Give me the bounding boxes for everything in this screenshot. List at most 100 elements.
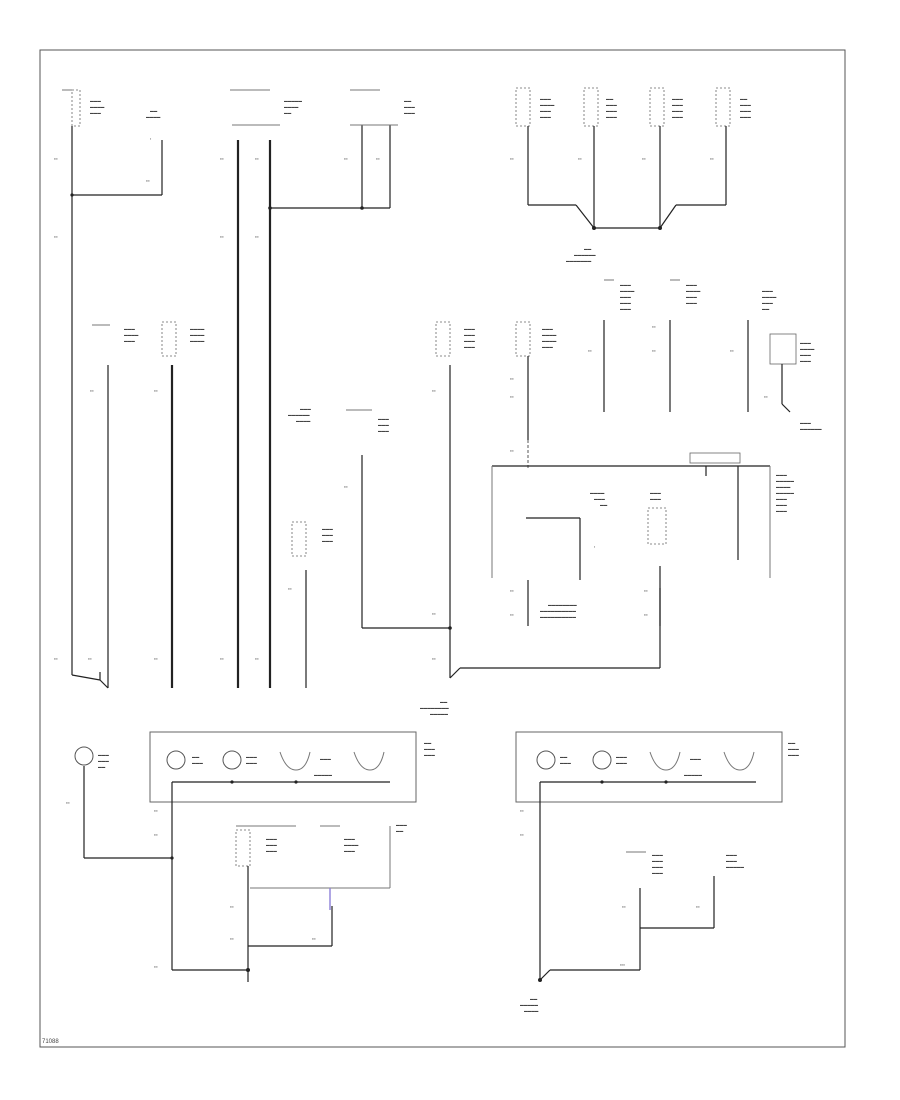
svg-text:▬▬▬▬: ▬▬▬▬ (284, 105, 299, 109)
svg-text:▬▬▬: ▬▬▬ (404, 111, 415, 115)
page-id: 71088 (42, 1039, 59, 1045)
svg-text:▬▬▬▬▬▬▬▬: ▬▬▬▬▬▬▬▬ (548, 603, 577, 607)
svg-text:▬▬▬: ▬▬▬ (776, 503, 787, 507)
svg-text:▬▬▬: ▬▬▬ (266, 837, 277, 841)
svg-text:▪▪▪: ▪▪▪ (730, 349, 734, 353)
svg-text:▬▬▬: ▬▬▬ (378, 417, 389, 421)
svg-text:▬▬▬: ▬▬▬ (124, 327, 135, 331)
svg-text:▬▬▬: ▬▬▬ (788, 747, 799, 751)
svg-text:▬▬▬: ▬▬▬ (620, 307, 631, 311)
svg-text:▬▬: ▬▬ (424, 741, 432, 745)
center-connectors: ▬▬▬▬▬▬▬▬▬▬▬▬▬ ▬▬▬▬▬▬▬▬▬ ▬▬▬▬▬▬▬▬▬ ▬▬▬▬▬▬… (288, 321, 661, 716)
svg-text:▬▬▬: ▬▬▬ (266, 843, 277, 847)
svg-text:▬▬▬▬: ▬▬▬▬ (190, 339, 205, 343)
svg-text:▬▬: ▬▬ (600, 503, 608, 507)
svg-text:▪▪▪: ▪▪▪ (622, 905, 626, 909)
svg-text:▬▬▬: ▬▬▬ (652, 859, 663, 863)
svg-text:▪▪▪: ▪▪▪ (54, 657, 58, 661)
svg-text:▬▬: ▬▬ (740, 97, 748, 101)
svg-text:▬▬▬▬: ▬▬▬▬ (800, 347, 815, 351)
svg-text:▬▬▬: ▬▬▬ (98, 759, 109, 763)
svg-text:▬▬▬: ▬▬▬ (800, 341, 811, 345)
svg-text:▬▬▬: ▬▬▬ (464, 333, 475, 337)
svg-text:▬▬▬: ▬▬▬ (404, 105, 415, 109)
svg-text:▬▬▬: ▬▬▬ (90, 111, 101, 115)
svg-text:▪▪▪: ▪▪▪ (710, 157, 714, 161)
svg-text:▪: ▪ (594, 545, 595, 549)
svg-text:▬▬▬: ▬▬▬ (616, 761, 627, 765)
svg-text:▬▬▬: ▬▬▬ (616, 755, 627, 759)
svg-text:▬▬▬▬▬▬: ▬▬▬▬▬▬ (574, 253, 596, 257)
svg-text:▬▬▬▬: ▬▬▬▬ (124, 333, 139, 337)
svg-text:▬▬: ▬▬ (192, 755, 200, 759)
svg-text:▬▬▬▬: ▬▬▬▬ (90, 105, 105, 109)
svg-text:▬▬▬: ▬▬▬ (464, 339, 475, 343)
svg-text:▬▬▬: ▬▬▬ (672, 103, 683, 107)
svg-text:▬▬▬: ▬▬▬ (788, 753, 799, 757)
svg-text:▬▬: ▬▬ (150, 109, 158, 113)
svg-text:▬▬▬: ▬▬▬ (652, 853, 663, 857)
svg-text:▬▬▬: ▬▬▬ (378, 423, 389, 427)
svg-text:▬▬▬▬▬: ▬▬▬▬▬ (726, 865, 744, 869)
svg-text:▬▬▬▬▬: ▬▬▬▬▬ (430, 712, 448, 716)
svg-text:▬▬▬: ▬▬▬ (424, 747, 435, 751)
svg-text:▬▬▬: ▬▬▬ (90, 99, 101, 103)
svg-text:▬▬▬▬: ▬▬▬▬ (620, 289, 635, 293)
svg-text:▬▬▬: ▬▬▬ (594, 497, 605, 501)
svg-text:▬▬▬: ▬▬▬ (606, 109, 617, 113)
svg-text:▪▪▪: ▪▪▪ (376, 157, 380, 161)
svg-text:▪▪▪: ▪▪▪ (255, 235, 259, 239)
svg-text:▬▬▬: ▬▬▬ (192, 761, 203, 765)
svg-text:▬▬▬: ▬▬▬ (776, 509, 787, 513)
svg-text:▬▬: ▬▬ (560, 755, 568, 759)
svg-text:▬▬▬: ▬▬▬ (606, 103, 617, 107)
svg-text:▪▪▪: ▪▪▪ (154, 389, 158, 393)
svg-text:▬▬▬: ▬▬▬ (606, 115, 617, 119)
svg-text:▬▬▬▬▬: ▬▬▬▬▬ (776, 491, 794, 495)
svg-text:▬▬▬: ▬▬▬ (620, 301, 631, 305)
svg-text:▬▬▬▬: ▬▬▬▬ (762, 295, 777, 299)
middle-left-connectors: ▬▬▬▬▬▬▬▬▬▬ ▬▬▬▬▬▬▬▬▬▬▬▬ ▪▪▪▪▪▪ ▪▪▪ (90, 321, 205, 688)
svg-text:▬▬▬: ▬▬▬ (800, 359, 811, 363)
svg-text:▬▬▬▬: ▬▬▬▬ (344, 843, 359, 847)
svg-text:▬▬▬: ▬▬▬ (776, 497, 787, 501)
svg-text:▪▪▪: ▪▪▪ (510, 589, 514, 593)
svg-text:▬▬▬: ▬▬▬ (542, 345, 553, 349)
svg-text:▪▪▪: ▪▪▪ (510, 395, 514, 399)
svg-text:▬▬▬: ▬▬▬ (464, 345, 475, 349)
svg-text:▬▬▬: ▬▬▬ (424, 753, 435, 757)
svg-text:▬▬: ▬▬ (788, 741, 796, 745)
svg-text:▬▬: ▬▬ (396, 829, 404, 833)
svg-text:▬▬▬▬▬: ▬▬▬▬▬ (284, 99, 302, 103)
svg-text:▬▬▬: ▬▬▬ (740, 103, 751, 107)
svg-text:▬▬▬: ▬▬▬ (124, 339, 135, 343)
svg-text:▬▬▬▬: ▬▬▬▬ (146, 115, 161, 119)
svg-text:▪▪▪: ▪▪▪ (510, 377, 514, 381)
svg-text:▬▬▬▬: ▬▬▬▬ (296, 419, 311, 423)
svg-text:▪▪▪: ▪▪▪ (220, 157, 224, 161)
svg-text:▬▬▬: ▬▬▬ (726, 859, 737, 863)
svg-text:▪▪▪: ▪▪▪ (154, 657, 158, 661)
svg-text:▬▬▬: ▬▬▬ (620, 283, 631, 287)
svg-text:▬▬▬: ▬▬▬ (650, 491, 661, 495)
svg-text:▬▬▬: ▬▬▬ (98, 753, 109, 757)
svg-text:▪▪▪: ▪▪▪ (510, 157, 514, 161)
svg-text:▪▪▪: ▪▪▪ (652, 349, 656, 353)
svg-text:▬▬▬▬▬▬: ▬▬▬▬▬▬ (288, 413, 310, 417)
svg-text:▪▪▪: ▪▪▪ (510, 613, 514, 617)
svg-text:▬▬▬: ▬▬▬ (396, 823, 407, 827)
svg-text:▪▪▪: ▪▪▪ (588, 349, 592, 353)
svg-text:▪▪▪: ▪▪▪ (344, 157, 348, 161)
svg-text:▪▪▪: ▪▪▪ (66, 801, 70, 805)
svg-text:▬▬▬: ▬▬▬ (690, 757, 701, 761)
svg-text:▬▬▬▬: ▬▬▬▬ (524, 1009, 539, 1013)
svg-text:▬▬▬: ▬▬▬ (464, 327, 475, 331)
svg-text:▬▬▬: ▬▬▬ (540, 115, 551, 119)
svg-text:▬▬▬▬▬▬▬: ▬▬▬▬▬▬▬ (566, 259, 592, 263)
svg-text:▪▪▪: ▪▪▪ (288, 587, 292, 591)
svg-text:▬▬: ▬▬ (762, 307, 770, 311)
svg-text:▪▪▪: ▪▪▪ (432, 612, 436, 616)
bottom-left-lamps: ▬▬▬▬▬▬▬▬ ▬▬▬▬▬ ▬▬▬▬▬▬ ▬▬▬▬▬▬▬▬ ▬▬▬▬▬▬▬▬ … (66, 731, 435, 982)
svg-text:▬▬▬: ▬▬▬ (540, 109, 551, 113)
